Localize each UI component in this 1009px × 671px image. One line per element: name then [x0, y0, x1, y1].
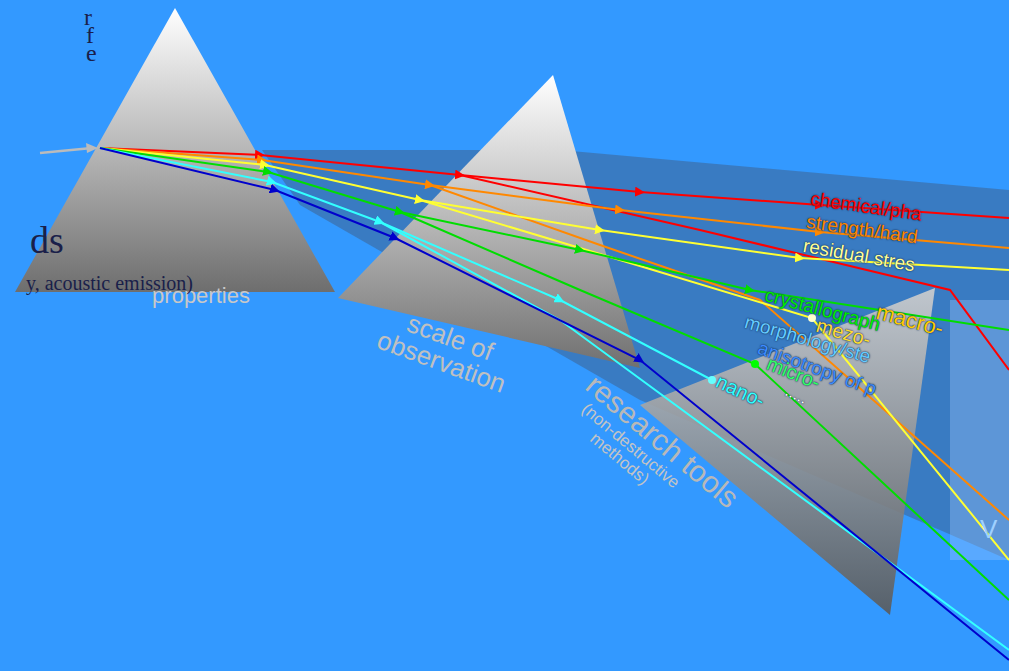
- slide-text: ds: [30, 220, 64, 262]
- slide-text: e: [86, 40, 97, 66]
- slide-text: V: [980, 515, 997, 544]
- slide-text: y, acoustic emission): [26, 272, 193, 294]
